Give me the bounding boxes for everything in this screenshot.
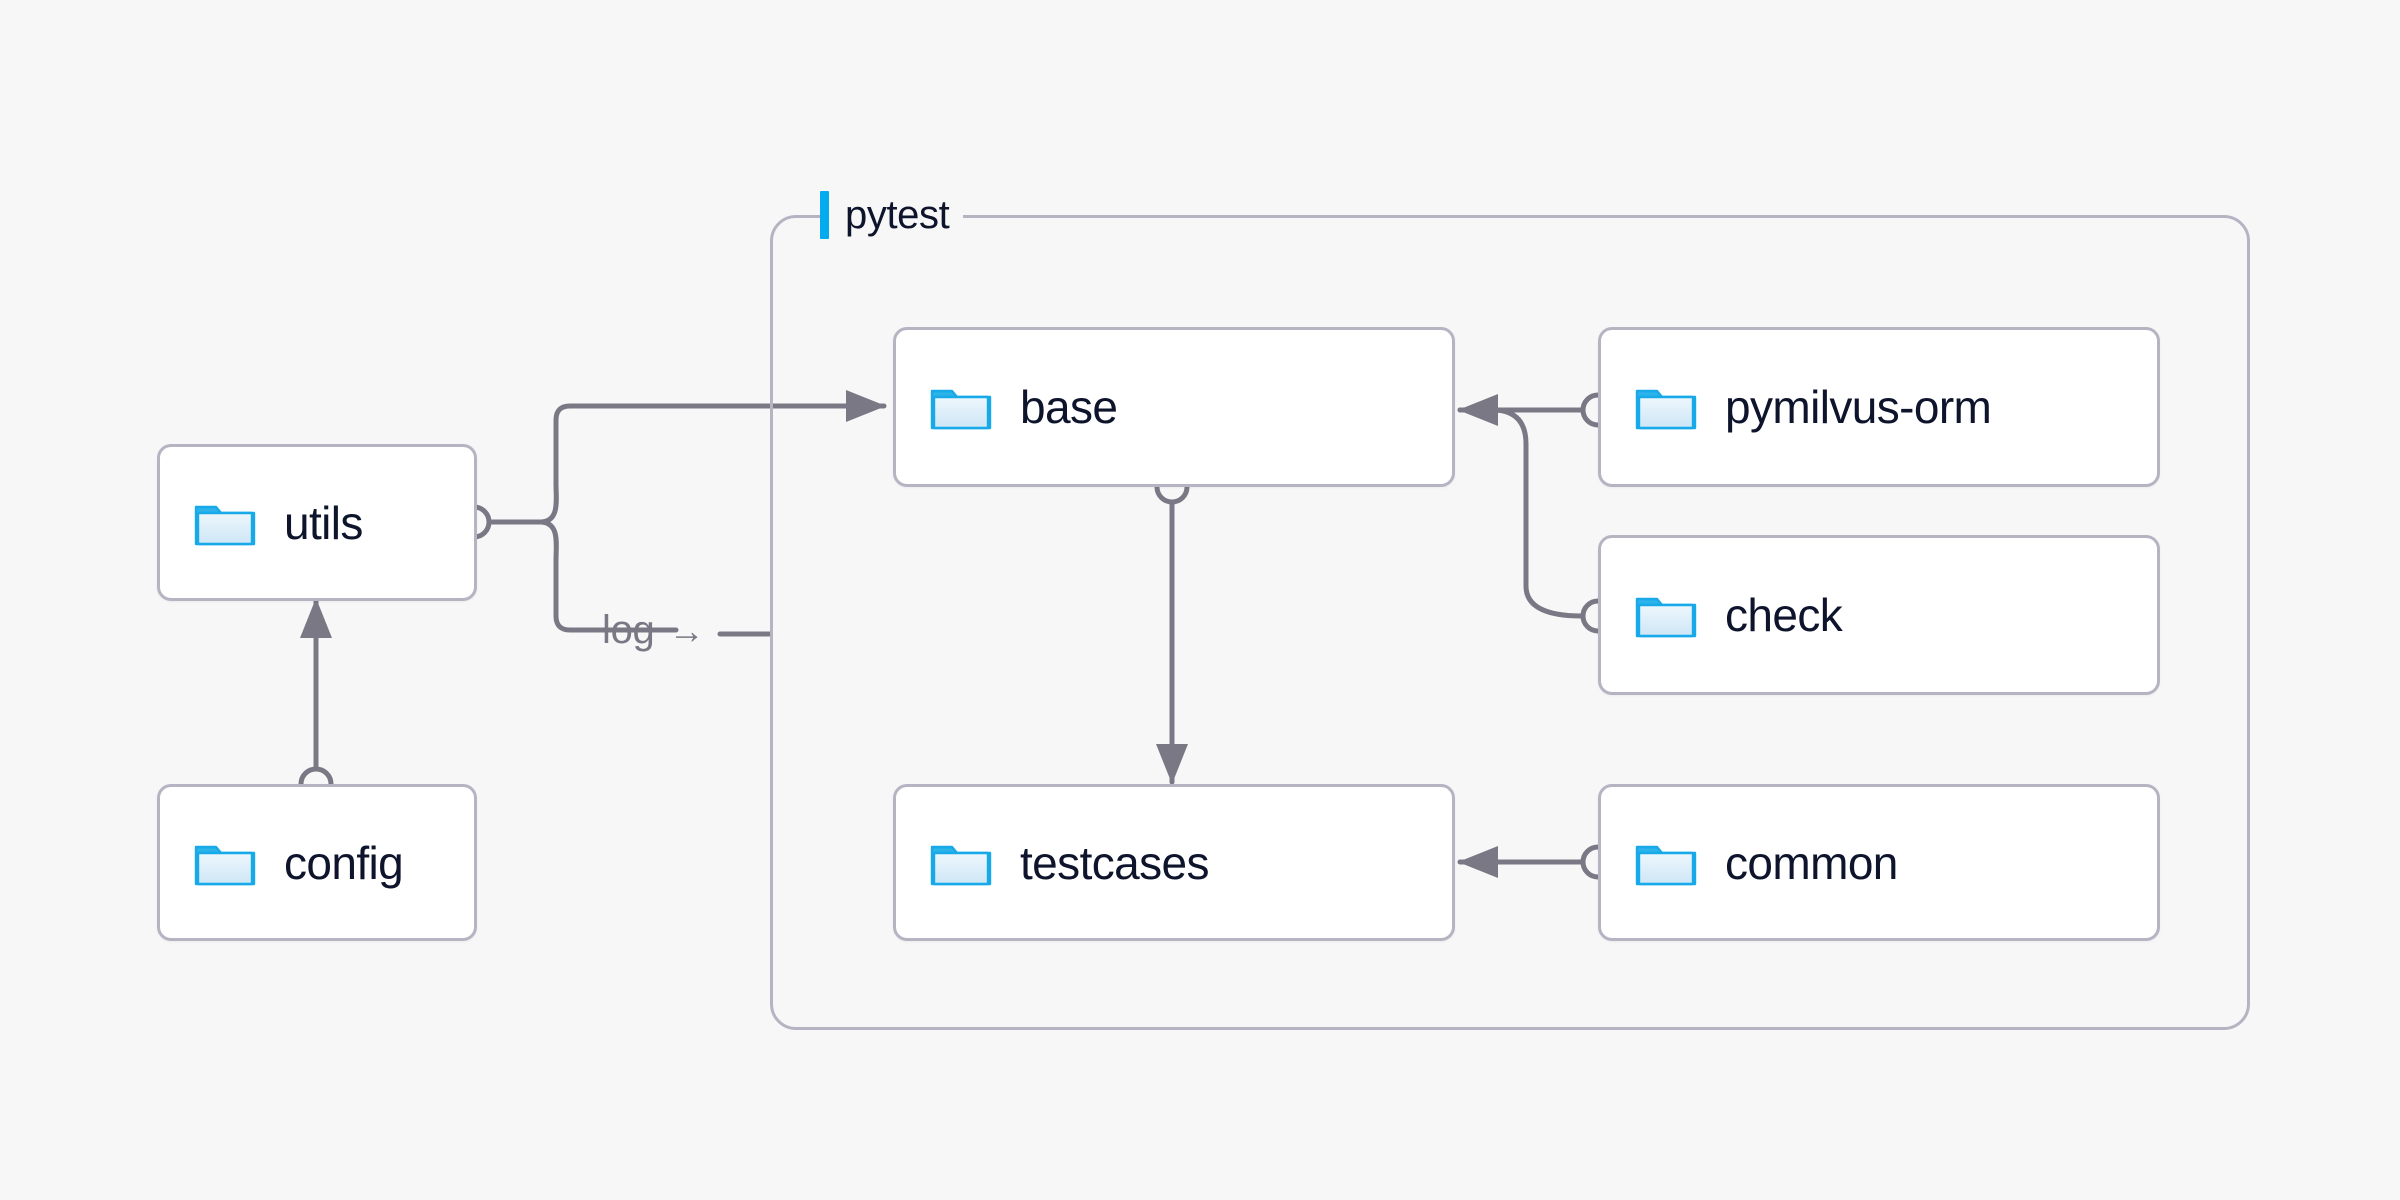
node-label-base: base bbox=[1020, 381, 1118, 433]
pytest-accent-bar bbox=[820, 191, 829, 239]
folder-icon bbox=[930, 838, 992, 888]
edge-label-log: log → bbox=[602, 608, 704, 653]
node-check[interactable]: check bbox=[1598, 535, 2160, 695]
node-config[interactable]: config bbox=[157, 784, 477, 941]
folder-icon bbox=[1635, 838, 1697, 888]
folder-icon bbox=[194, 838, 256, 888]
node-label-pymilvus-orm: pymilvus-orm bbox=[1725, 381, 1992, 433]
node-label-common: common bbox=[1725, 836, 1898, 889]
arrow-right-icon: → bbox=[668, 609, 705, 651]
pytest-group-label: pytest bbox=[820, 187, 964, 243]
folder-icon bbox=[930, 382, 992, 432]
node-label-config: config bbox=[284, 836, 404, 889]
edge-label-log-text: log bbox=[602, 608, 655, 652]
pytest-group-container bbox=[770, 215, 2250, 1030]
node-testcases[interactable]: testcases bbox=[893, 784, 1455, 941]
node-label-testcases: testcases bbox=[1020, 836, 1210, 889]
folder-icon bbox=[1635, 382, 1697, 432]
node-base[interactable]: base bbox=[893, 327, 1455, 487]
node-utils[interactable]: utils bbox=[157, 444, 477, 601]
folder-icon bbox=[1635, 590, 1697, 640]
node-label-utils: utils bbox=[284, 496, 363, 549]
folder-icon bbox=[194, 498, 256, 548]
node-pymilvus-orm[interactable]: pymilvus-orm bbox=[1598, 327, 2160, 487]
node-common[interactable]: common bbox=[1598, 784, 2160, 941]
node-label-check: check bbox=[1725, 589, 1843, 641]
pytest-label-text: pytest bbox=[845, 192, 950, 237]
